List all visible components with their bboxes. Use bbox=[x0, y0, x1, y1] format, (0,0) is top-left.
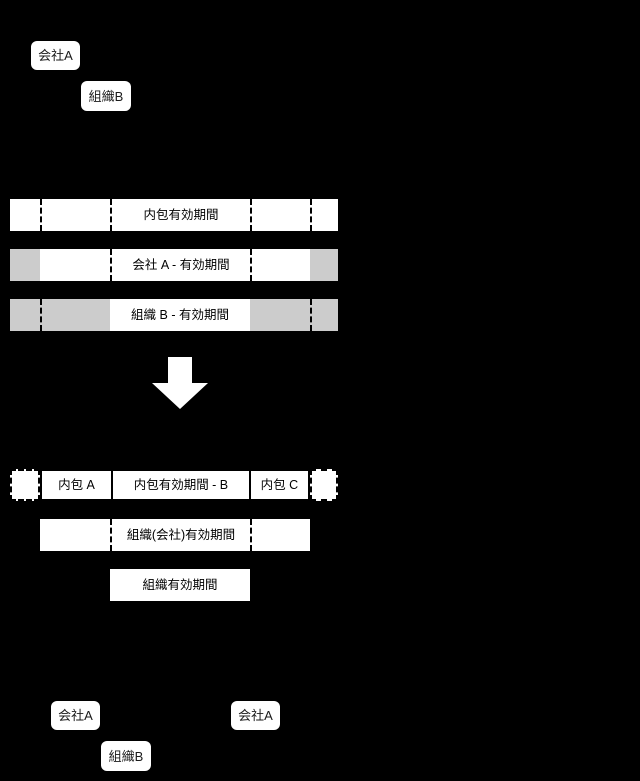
down-arrow-icon bbox=[152, 357, 208, 409]
segment-3 bbox=[250, 249, 310, 281]
segment-label: 組織有効期間 bbox=[142, 577, 218, 592]
segment-0 bbox=[10, 299, 40, 331]
node-company-a-bottom-right[interactable]: 会社A bbox=[231, 701, 280, 730]
row-inclusion-validity: 内包有効期間 bbox=[10, 199, 338, 231]
segment-label: 内包 A bbox=[58, 477, 95, 492]
cell-ghost-right bbox=[310, 469, 338, 501]
segment-2: 会社 A - 有効期間 bbox=[110, 249, 250, 281]
segment-label: 内包有効期間 bbox=[143, 207, 219, 222]
segment-3 bbox=[250, 299, 310, 331]
segment-4 bbox=[310, 249, 338, 281]
segment-0 bbox=[40, 519, 110, 551]
segment-label: 内包有効期間 - B bbox=[133, 477, 229, 492]
segment-0 bbox=[10, 249, 40, 281]
segment-label: 会社 A - 有効期間 bbox=[132, 257, 230, 272]
segment-2: 内包有効期間 bbox=[110, 199, 250, 231]
segment-0 bbox=[10, 199, 40, 231]
row-org-validity: 組織有効期間 bbox=[110, 569, 250, 601]
node-label: 会社A bbox=[38, 48, 73, 63]
segment-2: 組織 B - 有効期間 bbox=[110, 299, 250, 331]
segment-1: 組織(会社)有効期間 bbox=[110, 519, 250, 551]
cell-inclusion-a: 内包 A bbox=[42, 471, 111, 499]
node-org-b-bottom[interactable]: 組織B bbox=[101, 741, 151, 771]
segment-4 bbox=[310, 299, 338, 331]
node-company-a-top[interactable]: 会社A bbox=[31, 41, 80, 70]
node-company-a-bottom-left[interactable]: 会社A bbox=[51, 701, 100, 730]
row-org-company-validity: 組織(会社)有効期間 bbox=[40, 519, 310, 551]
node-org-b-top[interactable]: 組織B bbox=[81, 81, 131, 111]
cell-ghost-left bbox=[10, 469, 40, 501]
segment-0: 組織有効期間 bbox=[110, 569, 250, 601]
node-label: 組織B bbox=[88, 88, 124, 104]
arrow-head bbox=[152, 383, 208, 409]
segment-label: 組織 B - 有効期間 bbox=[131, 307, 229, 322]
arrow-shaft bbox=[168, 357, 192, 385]
node-label: 会社A bbox=[238, 708, 273, 723]
segment-3 bbox=[250, 199, 310, 231]
segment-1 bbox=[40, 249, 110, 281]
row-company-a-validity: 会社 A - 有効期間 bbox=[10, 249, 338, 281]
segment-1 bbox=[40, 299, 110, 331]
cell-inclusion-c: 内包 C bbox=[248, 471, 308, 499]
segment-label: 内包 C bbox=[260, 477, 299, 492]
segment-4 bbox=[310, 199, 338, 231]
row-org-b-validity: 組織 B - 有効期間 bbox=[10, 299, 338, 331]
segment-1 bbox=[40, 199, 110, 231]
row-composite-inclusion: 内包 A 内包有効期間 - B 内包 C bbox=[40, 469, 310, 501]
segment-label: 組織(会社)有効期間 bbox=[126, 527, 236, 542]
node-label: 会社A bbox=[58, 708, 93, 723]
segment-2 bbox=[250, 519, 310, 551]
node-label: 組織B bbox=[108, 748, 144, 764]
cell-inclusion-validity-b: 内包有効期間 - B bbox=[110, 471, 249, 499]
